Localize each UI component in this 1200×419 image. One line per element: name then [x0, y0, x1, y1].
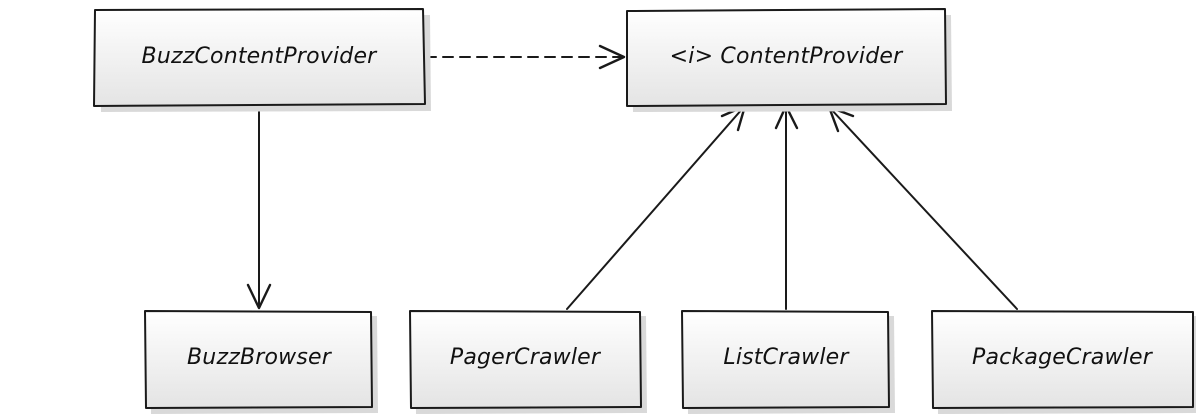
edge-pagercrawler-to-contentprovider [566, 107, 744, 310]
node-listcrawler: ListCrawler [681, 310, 895, 414]
node-label: BuzzContentProvider [142, 44, 379, 69]
edge-packagecrawler-to-contentprovider [829, 107, 1018, 310]
node-label: BuzzBrowser [187, 345, 333, 370]
arrow-head-icon [246, 283, 272, 310]
node-buzzbrowser: BuzzBrowser [144, 310, 378, 414]
arrow-head-icon [598, 44, 626, 70]
node-packagecrawler: PackageCrawler [931, 310, 1196, 414]
node-buzzcontentprovider: BuzzContentProvider [93, 8, 431, 112]
node-label: PackageCrawler [972, 345, 1154, 370]
node-contentprovider-interface: <i> ContentProvider [626, 8, 952, 112]
node-label: <i> ContentProvider [670, 44, 904, 69]
node-label: ListCrawler [723, 345, 850, 370]
node-label: PagerCrawler [450, 345, 602, 370]
node-pagercrawler: PagerCrawler [409, 310, 647, 414]
